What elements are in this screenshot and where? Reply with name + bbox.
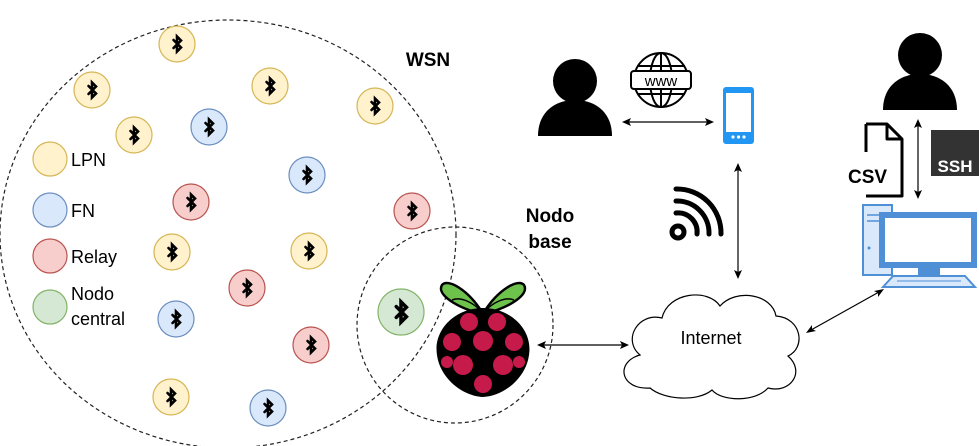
ssh-label: SSH <box>938 157 973 176</box>
raspberry-pi-icon <box>436 281 530 397</box>
bluetooth-node-fn <box>190 108 228 146</box>
bluetooth-node-lpn <box>251 67 289 105</box>
legend-swatch-relay <box>32 238 68 274</box>
legend-label-fn: FN <box>71 201 95 221</box>
bluetooth-node-lpn <box>152 378 190 416</box>
www-globe-icon: www <box>630 52 692 108</box>
bluetooth-node-lpn <box>73 71 111 109</box>
legend-swatch-fn <box>32 192 68 228</box>
base-node-label-line2: base <box>528 232 571 253</box>
bluetooth-node-fn <box>288 156 326 194</box>
legend-swatch-central <box>32 289 68 325</box>
bluetooth-node-relay <box>292 326 330 364</box>
legend-swatch-lpn <box>32 141 68 177</box>
base-node-label-line1: Nodo <box>526 206 575 227</box>
bluetooth-node-lpn <box>115 116 153 154</box>
smartphone-icon <box>723 87 754 144</box>
bluetooth-node-relay <box>172 183 210 221</box>
arrow-user-pc <box>914 119 922 199</box>
legend-label-central-line2: central <box>71 309 125 329</box>
arrow-base-internet <box>537 341 629 349</box>
base-node-boundary <box>356 226 554 424</box>
bluetooth-node-relay <box>393 192 431 230</box>
bluetooth-node-fn <box>157 300 195 338</box>
bluetooth-node-lpn <box>153 233 191 271</box>
user-icon-right <box>883 33 957 110</box>
internet-label: Internet <box>680 328 741 348</box>
bluetooth-node-lpn <box>290 232 328 270</box>
bluetooth-node-lpn <box>356 87 394 125</box>
wireless-signal-icon <box>669 186 724 241</box>
user-icon-left <box>538 59 612 136</box>
bluetooth-node-central <box>377 288 425 336</box>
arrow-internet-phone <box>734 163 742 279</box>
bluetooth-node-lpn <box>158 25 196 63</box>
internet-cloud: Internet <box>623 294 800 400</box>
desktop-computer-icon <box>862 204 978 288</box>
sensor-nodes <box>73 25 431 427</box>
legend-label-central-line1: Nodo <box>71 284 114 304</box>
arrow-user-phone <box>622 118 714 126</box>
legend-label-relay: Relay <box>71 247 117 267</box>
legend: LPN FN Relay Nodo central <box>32 141 125 329</box>
bluetooth-node-fn <box>249 389 287 427</box>
bluetooth-node-relay <box>228 269 266 307</box>
csv-label: CSV <box>848 167 887 188</box>
www-label: www <box>644 73 678 90</box>
csv-file-icon: CSV <box>848 122 904 198</box>
legend-label-lpn: LPN <box>71 150 106 170</box>
arrow-internet-pc <box>806 289 884 333</box>
wsn-boundary <box>0 19 457 446</box>
wsn-title: WSN <box>406 50 450 71</box>
ssh-terminal-icon: SSH <box>931 130 979 176</box>
